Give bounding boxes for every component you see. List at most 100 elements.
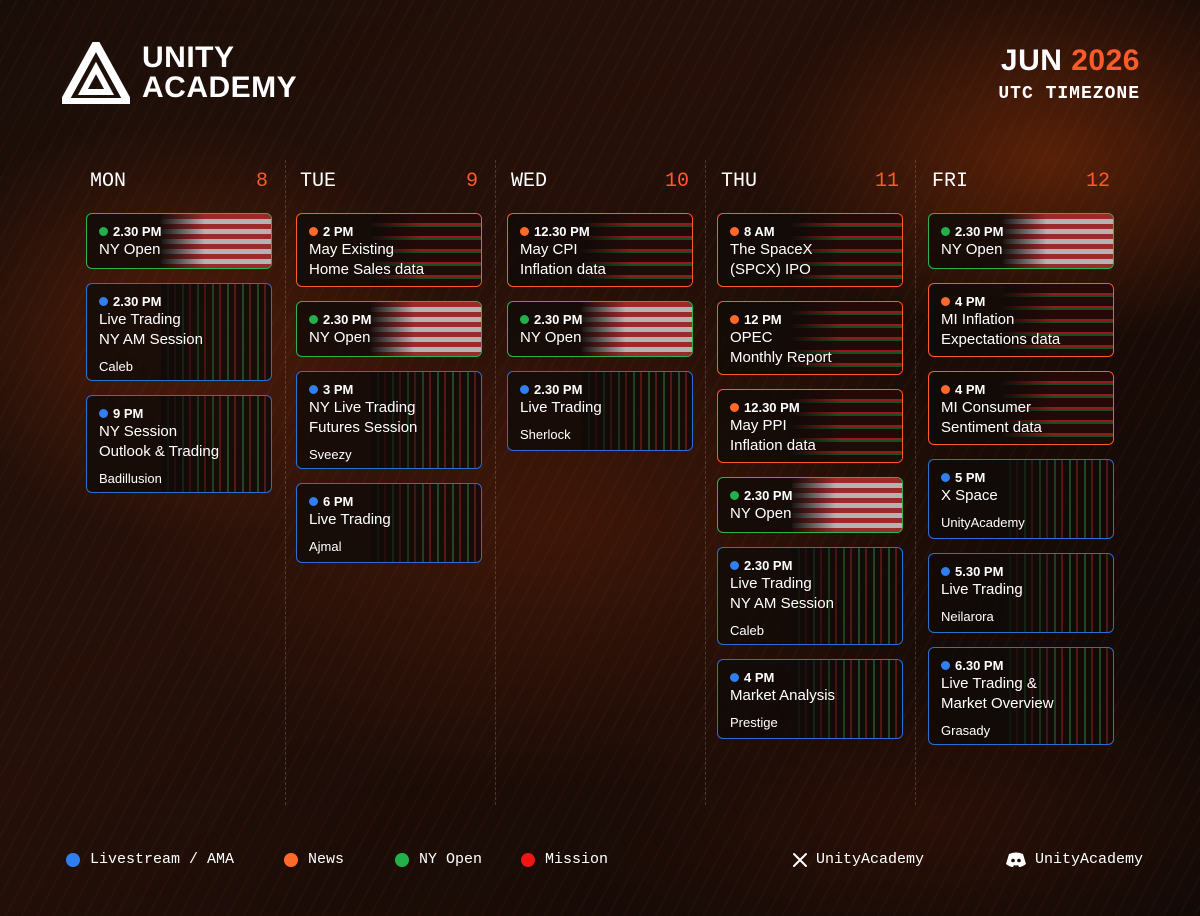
candlestick-chart-image bbox=[1003, 554, 1113, 632]
event-host: UnityAcademy bbox=[941, 515, 1025, 530]
event-type-dot bbox=[99, 226, 108, 236]
event-type-dot bbox=[941, 296, 950, 306]
ticker-board-image bbox=[792, 214, 902, 286]
event-type-dot bbox=[941, 566, 950, 576]
event-time: 3 PM bbox=[309, 381, 469, 397]
ticker-board-image bbox=[371, 214, 481, 286]
legend-news: News bbox=[284, 851, 344, 868]
event-type-dot bbox=[730, 490, 739, 500]
discord-icon bbox=[1006, 852, 1026, 867]
event-time: 2.30 PM bbox=[730, 557, 890, 573]
event-time: 5 PM bbox=[941, 469, 1101, 485]
event-title: Monthly Report bbox=[730, 349, 832, 366]
event-time: 2.30 PM bbox=[730, 487, 890, 503]
event-time-label: 12.30 PM bbox=[744, 399, 800, 415]
event-title: The SpaceX bbox=[730, 241, 813, 258]
discord-handle: UnityAcademy bbox=[1035, 851, 1144, 868]
event-title: (SPCX) IPO bbox=[730, 261, 811, 278]
event-title: NY Open bbox=[520, 329, 582, 346]
event-time-label: 6.30 PM bbox=[955, 657, 1004, 673]
ticker-board-image bbox=[792, 302, 902, 374]
brand-line-2: ACADEMY bbox=[142, 71, 298, 104]
event-title: MI Inflation bbox=[941, 311, 1015, 328]
event-title: Futures Session bbox=[309, 419, 418, 436]
event-time-label: 5 PM bbox=[955, 469, 986, 485]
event-title: May Existing bbox=[309, 241, 395, 258]
x-logo-icon bbox=[793, 852, 807, 867]
event-time: 4 PM bbox=[730, 669, 890, 685]
column-divider bbox=[495, 160, 496, 805]
candlestick-chart-image bbox=[371, 484, 481, 562]
day-date: 11 bbox=[874, 170, 899, 193]
event-title: NY Session bbox=[99, 423, 178, 440]
event-title: NY Open bbox=[99, 241, 161, 258]
event-card[interactable]: 8 AM The SpaceX (SPCX) IPO bbox=[717, 213, 903, 287]
legend-label: Mission bbox=[545, 851, 609, 868]
day-name: THU bbox=[721, 170, 758, 193]
candlestick-chart-image bbox=[161, 396, 271, 492]
flag-image bbox=[792, 478, 902, 532]
month-header: JUN 2026 UTC TIMEZONE bbox=[998, 44, 1140, 104]
x-link[interactable]: UnityAcademy bbox=[792, 851, 924, 868]
legend-label: NY Open bbox=[419, 851, 483, 868]
event-time-label: 5.30 PM bbox=[955, 563, 1004, 579]
event-host: Sveezy bbox=[309, 447, 352, 462]
event-card[interactable]: 12.30 PM May PPI Inflation data bbox=[717, 389, 903, 463]
event-host: Caleb bbox=[99, 359, 133, 374]
event-time-label: 4 PM bbox=[955, 293, 986, 309]
event-time: 2 PM bbox=[309, 223, 469, 239]
event-type-dot bbox=[730, 672, 739, 682]
event-time: 8 AM bbox=[730, 223, 890, 239]
month-label: JUN bbox=[1000, 44, 1063, 77]
legend-mission: Mission bbox=[521, 851, 608, 868]
event-title: Market Overview bbox=[941, 695, 1054, 712]
event-title: Home Sales data bbox=[309, 261, 425, 278]
brand-line-1: UNITY bbox=[142, 41, 235, 74]
legend-label: Livestream / AMA bbox=[90, 851, 235, 868]
ticker-board-image bbox=[792, 390, 902, 462]
event-type-dot bbox=[941, 660, 950, 670]
day-name: TUE bbox=[300, 170, 337, 193]
event-type-dot bbox=[730, 560, 739, 570]
event-time-label: 6 PM bbox=[323, 493, 354, 509]
column-divider bbox=[285, 160, 286, 805]
flag-image bbox=[582, 302, 692, 356]
event-time: 2.30 PM bbox=[941, 223, 1101, 239]
event-title: May PPI bbox=[730, 417, 787, 434]
x-handle: UnityAcademy bbox=[816, 851, 925, 868]
discord-link[interactable]: UnityAcademy bbox=[1005, 851, 1143, 868]
event-title: Inflation data bbox=[730, 437, 816, 454]
column-divider bbox=[705, 160, 706, 805]
event-type-dot bbox=[309, 226, 318, 236]
event-type-dot bbox=[941, 384, 950, 394]
event-time: 2.30 PM bbox=[309, 311, 469, 327]
event-type-dot bbox=[520, 384, 529, 394]
event-title: Live Trading bbox=[730, 575, 812, 592]
year-label: 2026 bbox=[1071, 44, 1140, 77]
